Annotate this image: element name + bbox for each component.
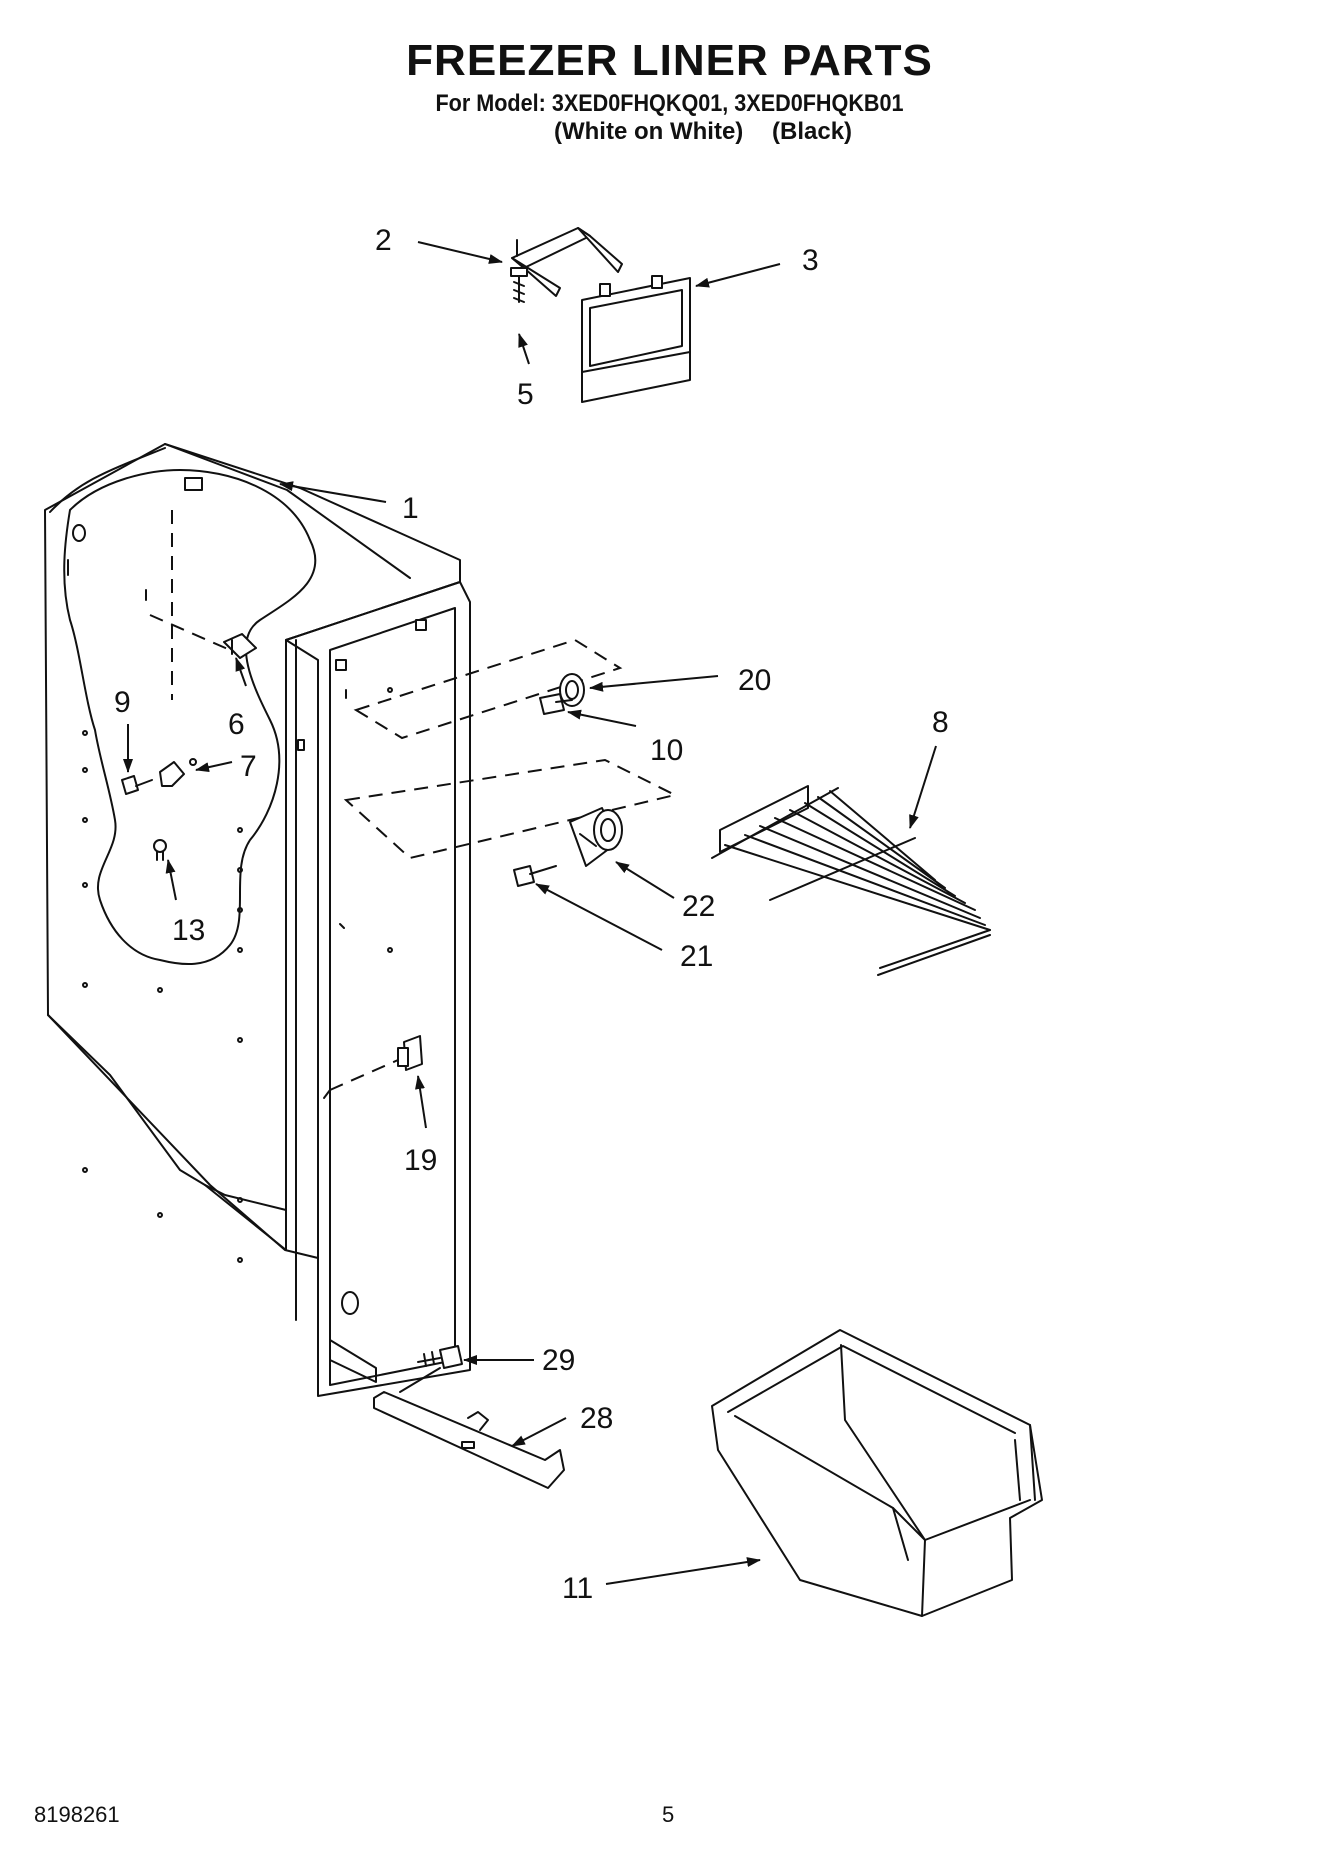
callout-29: 29 [542, 1344, 575, 1377]
callout-8: 8 [932, 706, 949, 739]
callout-6: 6 [228, 708, 245, 741]
variant-white: (White on White) [554, 118, 744, 145]
page-title: FREEZER LINER PARTS [406, 36, 933, 85]
part-screw-29 [399, 1345, 463, 1393]
callout-21: 21 [680, 940, 713, 973]
callout-1: 1 [402, 492, 419, 525]
part-clip-6 [223, 633, 257, 659]
part-support-20 [539, 673, 585, 715]
part-bin [711, 1329, 1043, 1617]
part-pin-13 [153, 839, 167, 861]
part-bracket [511, 227, 623, 297]
page-number: 5 [662, 1802, 675, 1827]
part-screw-9 [121, 775, 153, 795]
callout-22: 22 [682, 890, 715, 923]
variant-black: (Black) [772, 118, 853, 145]
part-screw-21 [513, 865, 557, 887]
callout-28: 28 [580, 1402, 613, 1435]
model-line: For Model: 3XED0FHQKQ01, 3XED0FHQKB01 [435, 90, 904, 117]
leader-arrows [123, 241, 937, 1585]
doc-number: 8198261 [34, 1802, 120, 1827]
outline-upper [353, 638, 623, 740]
callout-20: 20 [738, 664, 771, 697]
part-wire-shelf [711, 785, 991, 976]
outline-lower [343, 758, 678, 860]
part-switch-19 [323, 1035, 423, 1099]
callout-10: 10 [650, 734, 683, 767]
callout-7: 7 [240, 750, 257, 783]
callout-5: 5 [517, 378, 534, 411]
callout-9: 9 [114, 686, 131, 719]
part-support-22 [569, 807, 623, 867]
callout-3: 3 [802, 244, 819, 277]
part-liner [44, 443, 471, 1397]
part-cover [581, 275, 691, 403]
callout-11: 11 [562, 1572, 593, 1605]
part-screw-5 [510, 267, 528, 303]
part-rail-28 [373, 1391, 565, 1489]
part-clip-7 [159, 758, 197, 787]
callout-13: 13 [172, 914, 205, 947]
callout-2: 2 [375, 224, 392, 257]
mounting-holes [82, 687, 393, 1263]
callout-19: 19 [404, 1144, 437, 1177]
